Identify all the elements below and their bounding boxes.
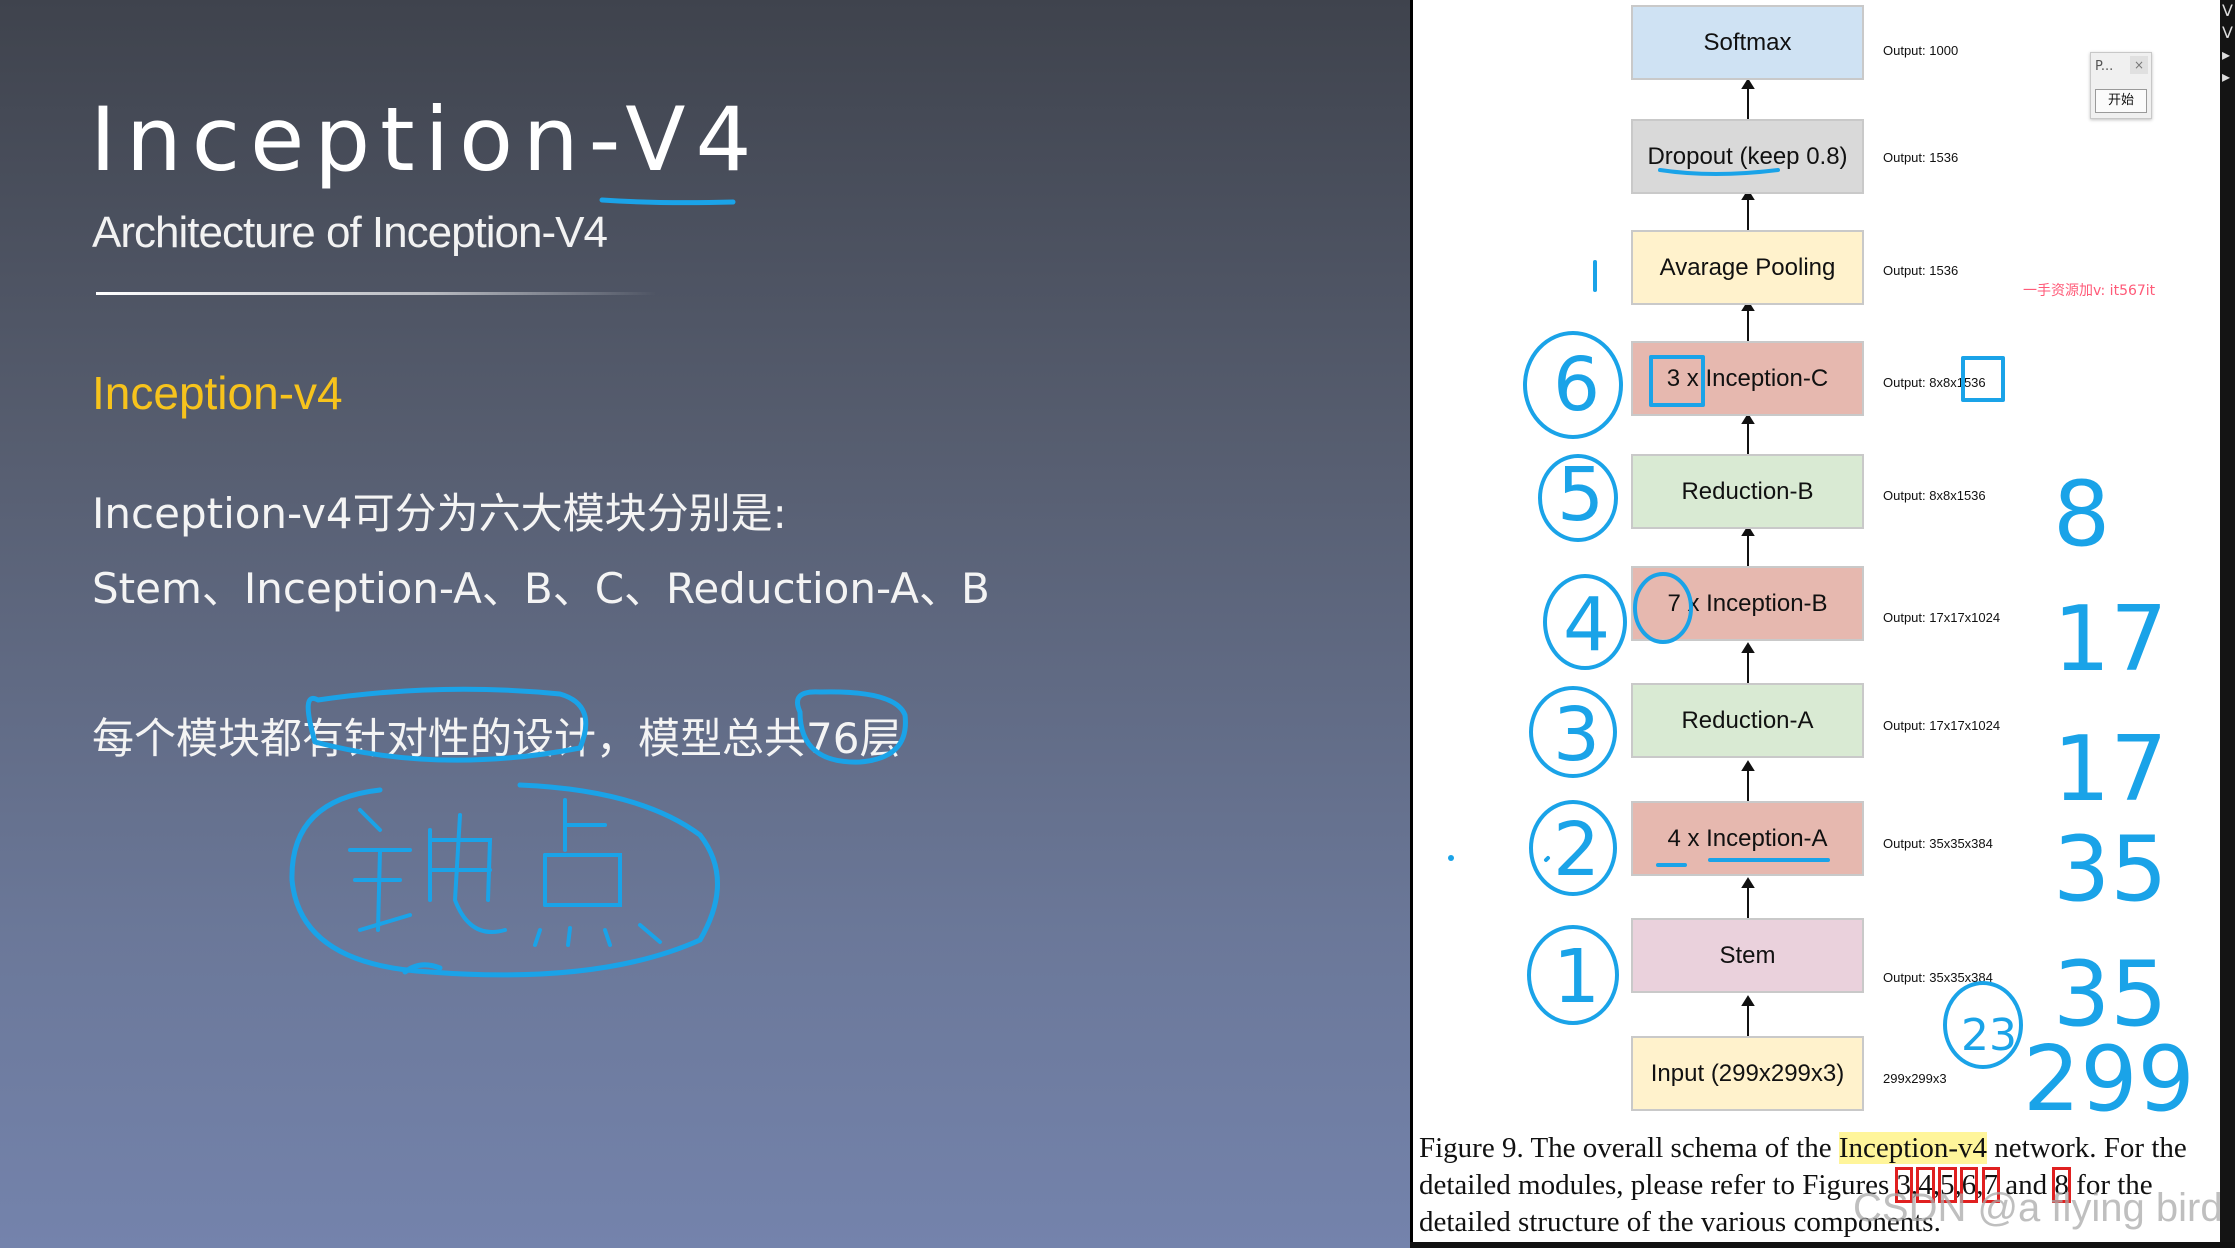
promo-watermark: 一手资源加v: it567it xyxy=(2023,283,2156,299)
figure-caption: Figure 9. The overall schema of the Ince… xyxy=(1419,1132,2187,1238)
output-inception-b: Output: 17x17x1024 xyxy=(1883,610,2001,625)
node-stem: Stem xyxy=(1631,918,1864,993)
caption-ref: 8 xyxy=(2052,1167,2071,1203)
size-label: 35 xyxy=(2053,817,2168,922)
node-reduction-b: Reduction-B xyxy=(1631,454,1864,529)
output-input: 299x299x3 xyxy=(1883,1071,1947,1086)
node-dropout: Dropout (keep 0.8) xyxy=(1631,119,1864,194)
output-inception-a: Output: 35x35x384 xyxy=(1883,836,1993,851)
csdn-watermark: CSDN @a flying bird xyxy=(1853,1186,2220,1230)
caption-ref: 7 xyxy=(1981,1167,2000,1203)
node-inception-b: 7 x Inception-B xyxy=(1631,566,1864,641)
module-number: 5 xyxy=(1557,452,1604,538)
title-divider xyxy=(96,292,656,295)
node-label: Reduction-B xyxy=(1681,477,1814,505)
figure-ink-annotations: 6 5 4 3 2 1 8 17 17 35 35 299 23 xyxy=(1448,168,2195,1132)
size-label: 17 xyxy=(2053,587,2168,692)
slide-panel: Inception-V4 Architecture of Inception-V… xyxy=(0,0,1410,1248)
output-stem: Output: 35x35x384 xyxy=(1883,970,1993,985)
caption-part1: Figure 9. The overall schema of the xyxy=(1419,1132,1839,1164)
output-average-pooling: Output: 1536 xyxy=(1883,263,1959,278)
caption-and: and xyxy=(2005,1169,2048,1201)
edge-characters: V V ▸ ▸ xyxy=(2222,1,2233,86)
caption-ref: 6 xyxy=(1959,1167,1979,1203)
mini-window-title: P... xyxy=(2095,59,2114,74)
slide-subtitle: Architecture of Inception-V4 xyxy=(92,208,608,257)
handwritten-quedian-strokes xyxy=(348,798,662,947)
output-dropout: Output: 1536 xyxy=(1883,150,1959,165)
node-average-pooling: Avarage Pooling xyxy=(1631,230,1864,305)
module-number: 4 xyxy=(1563,582,1610,668)
node-input: Input (299x299x3) xyxy=(1631,1036,1864,1111)
node-label: Avarage Pooling xyxy=(1659,253,1836,281)
floating-mini-window[interactable]: P... × 开始 xyxy=(2090,52,2152,119)
close-icon[interactable]: × xyxy=(2130,56,2148,74)
output-inception-c: Output: 8x8x1536 xyxy=(1883,375,1986,390)
caption-highlight: Inception-v4 xyxy=(1838,1132,1988,1164)
size-label: 35 xyxy=(2053,942,2168,1047)
size-label: 299 xyxy=(2023,1027,2195,1132)
node-reduction-a: Reduction-A xyxy=(1631,683,1864,758)
module-number-labels: 6 5 4 3 2 1 xyxy=(1553,342,1610,1020)
body-line-2: Stem、Inception-A、B、C、Reduction-A、B xyxy=(92,564,990,613)
node-label: 4 x Inception-A xyxy=(1667,824,1828,852)
section-heading: Inception-v4 xyxy=(92,367,343,419)
node-label: Reduction-A xyxy=(1681,706,1814,734)
module-number: 3 xyxy=(1553,692,1600,778)
diagram-arrows xyxy=(1741,78,1755,1036)
output-reduction-a: Output: 17x17x1024 xyxy=(1883,718,2001,733)
node-softmax: Softmax xyxy=(1631,5,1864,80)
size-label: 17 xyxy=(2053,717,2168,822)
caption-part3: for the detailed structure of the variou… xyxy=(1419,1169,2153,1238)
node-label: Input (299x299x3) xyxy=(1650,1059,1845,1087)
node-label: Softmax xyxy=(1703,28,1792,56)
slide-ink-annotations: 缺点 xyxy=(289,197,908,978)
figure-panel: Softmax Output: 1000 Dropout (keep 0.8) … xyxy=(1413,0,2220,1242)
body-line-3: 每个模块都有针对性的设计，模型总共76层 xyxy=(92,714,902,763)
module-number: 1 xyxy=(1553,934,1600,1020)
node-label: 3 x Inception-C xyxy=(1666,364,1829,392)
module-number: 6 xyxy=(1553,342,1600,428)
node-label: Stem xyxy=(1719,941,1776,969)
node-label: 7 x Inception-B xyxy=(1667,589,1828,617)
caption-ref: 4 xyxy=(1916,1167,1935,1203)
caption-part2: network. For the detailed modules, pleas… xyxy=(1419,1132,2187,1201)
module-number: 2 xyxy=(1553,807,1600,893)
start-button[interactable]: 开始 xyxy=(2095,89,2147,113)
body-line-1: Inception-v4可分为六大模块分别是: xyxy=(92,489,787,538)
slide-title: Inception-V4 xyxy=(90,88,762,191)
caption-ref: 3 xyxy=(1894,1167,1913,1203)
bottom-edge-strip xyxy=(1410,1242,2235,1248)
output-softmax: Output: 1000 xyxy=(1883,43,1959,58)
extra-note: 23 xyxy=(1961,1010,2017,1061)
node-label: Dropout (keep 0.8) xyxy=(1647,142,1848,170)
output-reduction-b: Output: 8x8x1536 xyxy=(1883,488,1986,503)
caption-ref: 5 xyxy=(1938,1167,1957,1203)
size-labels: 8 17 17 35 35 299 xyxy=(2023,462,2195,1132)
size-label: 8 xyxy=(2053,462,2110,567)
right-edge-strip: V V ▸ ▸ xyxy=(2220,0,2235,1248)
